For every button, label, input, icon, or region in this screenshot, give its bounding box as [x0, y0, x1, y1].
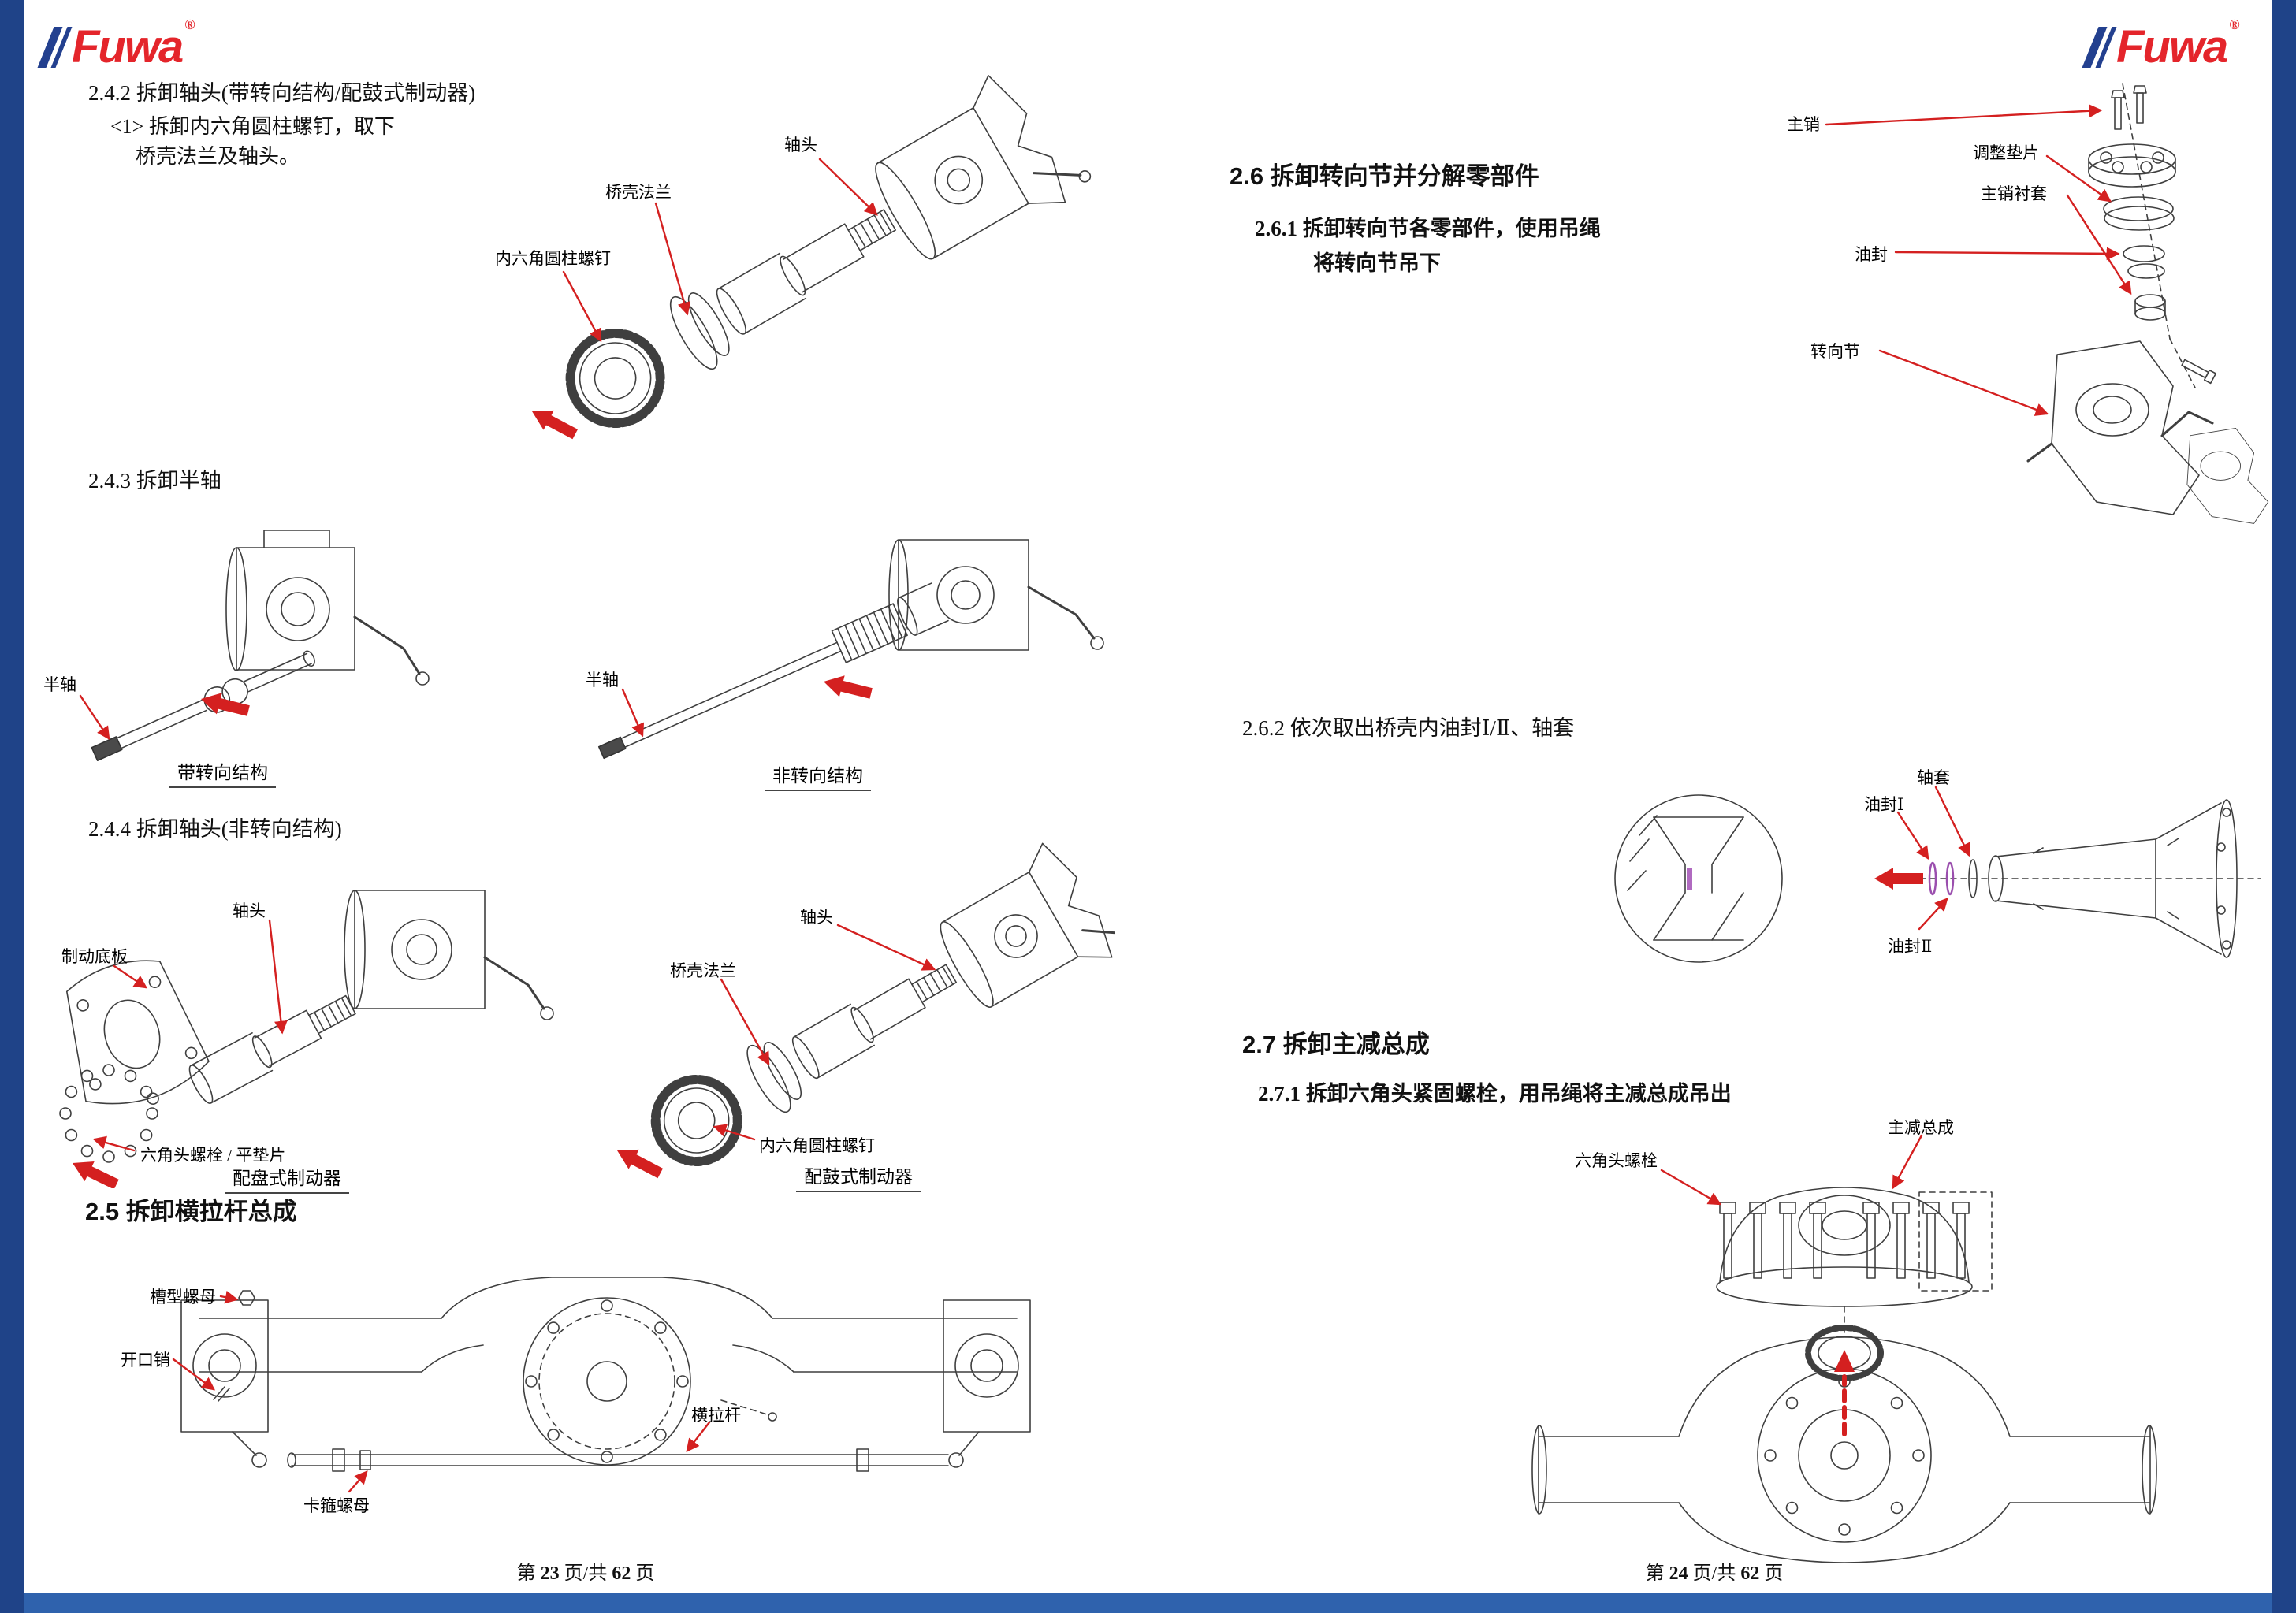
- figure-caption-drum-brake: 配鼓式制动器: [796, 1161, 921, 1192]
- right-edge-bar: [2272, 0, 2296, 1613]
- footer-middle: 页/共: [564, 1563, 608, 1584]
- heading-2-6-2: 2.6.2 依次取出桥壳内油封Ⅰ/Ⅱ、轴套: [1242, 716, 1575, 740]
- part-label-hex-bolt: 六角头螺栓: [1575, 1151, 1658, 1170]
- footer-middle: 页/共: [1692, 1563, 1736, 1584]
- heading-2-4-3: 2.4.3 拆卸半轴: [88, 469, 221, 492]
- part-label-sleeve: 轴套: [1917, 768, 1950, 787]
- figure-caption-non-steering: 非转向结构: [765, 760, 871, 791]
- part-label-socket-screw: 内六角圆柱螺钉: [495, 249, 611, 268]
- part-label-oil-seal-2: 油封Ⅱ: [1888, 937, 1933, 956]
- left-edge-bar: [0, 0, 24, 1613]
- footer-page-number: 24: [1669, 1563, 1688, 1584]
- oil-seals-sleeve-drawing: [1614, 786, 2261, 963]
- axle-head-drum-drawing: [617, 842, 1115, 1179]
- part-label-housing-flange: 桥壳法兰: [605, 183, 672, 202]
- heading-2-6-1-line1: 2.6.1 拆卸转向节各零部件，使用吊绳: [1255, 217, 1601, 240]
- part-label-tie-rod: 横拉杆: [691, 1406, 741, 1425]
- footer-prefix: 第: [1645, 1563, 1665, 1584]
- tie-rod-assembly-drawing: [172, 1277, 1031, 1493]
- part-label-half-shaft: 半轴: [586, 671, 619, 689]
- footer-suffix: 页: [1764, 1563, 1784, 1584]
- steering-knuckle-drawing: [1825, 83, 2269, 524]
- part-label-brake-plate: 制动底板: [61, 947, 128, 966]
- part-label-oil-seal: 油封: [1855, 245, 1888, 264]
- fuwa-logo-left: Fuwa ®: [37, 17, 195, 72]
- figure-caption-disc-brake: 配盘式制动器: [225, 1163, 349, 1194]
- part-label-adjusting-shim: 调整垫片: [1973, 143, 2039, 162]
- part-label-cotter-pin: 开口销: [121, 1351, 170, 1370]
- heading-2-4-4: 2.4.4 拆卸轴头(非转向结构): [88, 817, 342, 841]
- footer-page-number: 23: [540, 1563, 560, 1584]
- part-label-axle-head: 轴头: [233, 901, 266, 920]
- registered-mark: ®: [2229, 17, 2240, 32]
- part-label-castle-nut: 槽型螺母: [150, 1288, 216, 1306]
- heading-2-7-1: 2.7.1 拆卸六角头紧固螺栓，用吊绳将主减总成吊出: [1258, 1082, 1732, 1106]
- figure-caption-steering: 带转向结构: [169, 757, 276, 788]
- heading-2-5: 2.5 拆卸横拉杆总成: [85, 1198, 297, 1225]
- figure-half-shaft-steering: 半轴 带转向结构: [39, 492, 560, 800]
- footer-total-pages: 62: [612, 1563, 631, 1584]
- figure-steering-knuckle-exploded: 主销 调整垫片 油封 主销衬套 转向节: [1754, 79, 2274, 591]
- part-label-half-shaft: 半轴: [43, 675, 76, 694]
- heading-2-6-1-line2: 将转向节吊下: [1313, 251, 1441, 275]
- part-label-axle-head: 轴头: [784, 136, 817, 154]
- axle-head-exploded-drawing: [532, 75, 1092, 440]
- step-2-4-2-line2: 桥壳法兰及轴头。: [136, 145, 300, 168]
- figure-main-reducer-removal: 六角头螺栓 主减总成: [1490, 1099, 2199, 1568]
- figure-half-shaft-non-steering: 半轴 非转向结构: [564, 492, 1115, 800]
- logo-wordmark: Fuwa: [72, 21, 184, 72]
- half-shaft-steering-drawing: [79, 530, 430, 762]
- part-label-housing-flange: 桥壳法兰: [670, 961, 736, 980]
- figure-oil-seals-sleeve: 轴套 油封Ⅰ 油封Ⅱ: [1561, 760, 2274, 997]
- part-label-steering-knuckle: 转向节: [1810, 342, 1860, 361]
- figure-tie-rod-assembly: 槽型螺母 开口销 横拉杆 卡箍螺母: [106, 1225, 1115, 1544]
- part-label-clamp-nut: 卡箍螺母: [303, 1496, 370, 1515]
- main-reducer-drawing: [1531, 1134, 2157, 1563]
- axle-head-disc-drawing: [59, 890, 554, 1188]
- figure-axle-head-steering-drum: 轴头 桥壳法兰 内六角圆柱螺钉: [473, 71, 1103, 441]
- bottom-bar: [0, 1593, 2296, 1613]
- registered-mark: ®: [184, 17, 195, 32]
- part-label-main-reducer: 主减总成: [1888, 1118, 1954, 1137]
- part-label-king-pin-bushing: 主销衬套: [1981, 184, 2047, 203]
- logo-wordmark: Fuwa: [2116, 21, 2228, 72]
- part-label-king-pin: 主销: [1787, 115, 1820, 134]
- half-shaft-non-steering-drawing: [597, 539, 1104, 760]
- heading-2-6: 2.6 拆卸转向节并分解零部件: [1230, 162, 1539, 190]
- step-2-4-2-line1: <1> 拆卸内六角圆柱螺钉，取下: [110, 115, 395, 138]
- part-label-oil-seal-1: 油封Ⅰ: [1864, 795, 1904, 814]
- part-label-socket-screw: 内六角圆柱螺钉: [759, 1136, 875, 1155]
- footer-suffix: 页: [635, 1563, 655, 1584]
- part-label-axle-head: 轴头: [800, 908, 833, 927]
- footer-prefix: 第: [516, 1563, 536, 1584]
- heading-2-4-2: 2.4.2 拆卸轴头(带转向结构/配鼓式制动器): [88, 81, 476, 105]
- fuwa-logo-right: Fuwa ®: [2082, 17, 2240, 72]
- footer-total-pages: 62: [1740, 1563, 1760, 1584]
- figure-axle-head-disc-brake: 轴头 制动底板 六角头螺栓 / 平垫片 配盘式制动器: [39, 842, 560, 1194]
- figure-axle-head-drum-brake: 轴头 桥壳法兰 内六角圆柱螺钉 配鼓式制动器: [564, 842, 1115, 1192]
- part-label-hex-bolt-washer: 六角头螺栓 / 平垫片: [140, 1146, 286, 1165]
- heading-2-7: 2.7 拆卸主减总成: [1242, 1031, 1430, 1058]
